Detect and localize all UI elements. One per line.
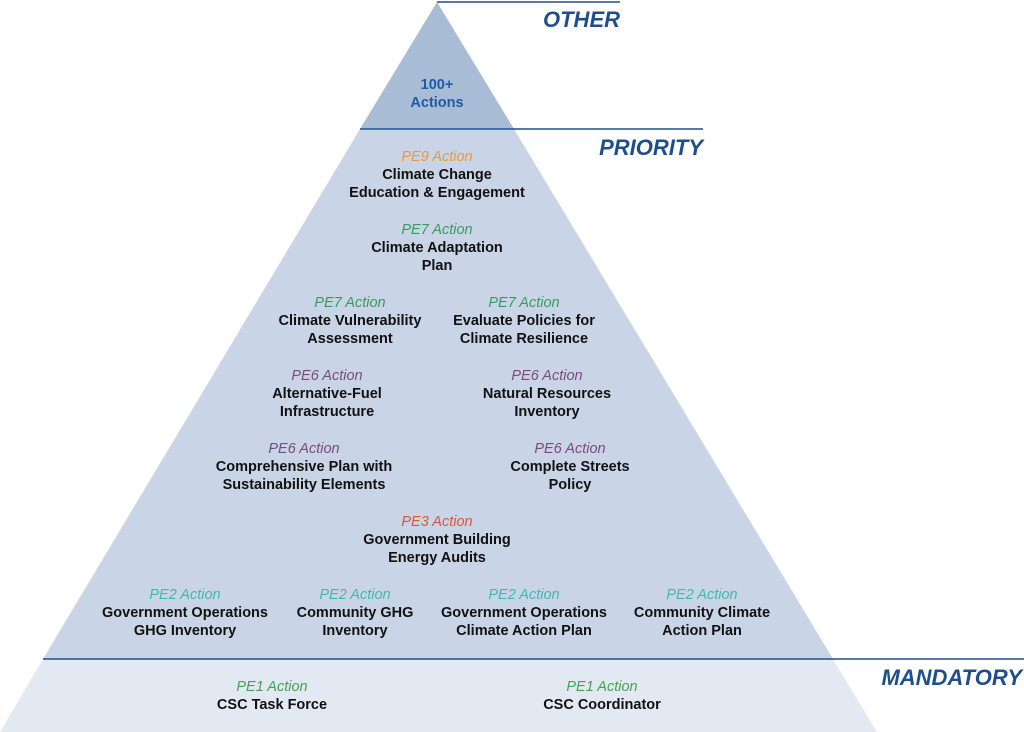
action-code: PE7 Action [488, 295, 560, 311]
other-count-number: 100+ [420, 77, 454, 93]
other-count-unit: Actions [410, 95, 464, 111]
action-title-line2: Action Plan [662, 623, 742, 639]
action-code: PE2 Action [666, 587, 738, 603]
action-code: PE7 Action [401, 222, 473, 238]
tier-label-other: OTHER [543, 7, 620, 32]
action-title-line1: CSC Task Force [216, 697, 328, 713]
action-title-line2: Inventory [322, 623, 388, 639]
action-code: PE6 Action [511, 368, 583, 384]
action-title-line1: Government Operations [102, 605, 268, 621]
tier-other-band [360, 2, 514, 129]
action-alternative-fuel-infrastructure: PE6 Action Alternative-Fuel Infrastructu… [212, 367, 442, 421]
action-code: PE1 Action [236, 679, 308, 695]
action-code: PE2 Action [149, 587, 221, 603]
action-code: PE6 Action [268, 441, 340, 457]
action-code: PE2 Action [488, 587, 560, 603]
action-title-line2: GHG Inventory [133, 623, 237, 639]
action-code: PE3 Action [401, 514, 473, 530]
tier-priority-band [43, 129, 833, 659]
action-code: PE6 Action [534, 441, 606, 457]
action-title-line2: Climate Action Plan [456, 623, 592, 639]
action-title-line1: Climate Adaptation [371, 240, 503, 256]
action-title-line2: Policy [548, 477, 592, 493]
other-actions-count: 100+ Actions [377, 76, 497, 112]
action-title-line1: Government Operations [441, 605, 607, 621]
action-climate-vulnerability-assessment: PE7 Action Climate Vulnerability Assessm… [235, 294, 465, 348]
action-title-line1: CSC Coordinator [543, 697, 661, 713]
action-title-line1: Government Building [363, 532, 511, 548]
tier-mandatory-band [0, 659, 877, 732]
action-title-line2: Plan [421, 258, 453, 274]
action-csc-task-force: PE1 Action CSC Task Force [157, 678, 387, 714]
action-comprehensive-plan: PE6 Action Comprehensive Plan with Susta… [189, 440, 419, 494]
action-code: PE6 Action [291, 368, 363, 384]
action-community-ghg-inventory: PE2 Action Community GHG Inventory [240, 586, 470, 640]
tier-label-mandatory: MANDATORY [881, 665, 1022, 690]
action-code: PE2 Action [319, 587, 391, 603]
action-title-line1: Natural Resources [482, 386, 612, 402]
action-title-line2: Inventory [514, 404, 580, 420]
action-title-line1: Community Climate [633, 605, 771, 621]
action-government-building-energy-audits: PE3 Action Government Building Energy Au… [322, 513, 552, 567]
action-title-line2: Infrastructure [279, 404, 375, 420]
action-code: PE1 Action [566, 679, 638, 695]
action-title-line2: Assessment [307, 331, 393, 347]
action-title-line1: Complete Streets [510, 459, 630, 475]
action-csc-coordinator: PE1 Action CSC Coordinator [487, 678, 717, 714]
action-title-line1: Climate Vulnerability [278, 313, 422, 329]
action-title-line2: Climate Resilience [459, 331, 589, 347]
action-natural-resources-inventory: PE6 Action Natural Resources Inventory [432, 367, 662, 421]
action-title-line1: Evaluate Policies for [453, 313, 595, 329]
action-community-climate-action-plan: PE2 Action Community Climate Action Plan [587, 586, 817, 640]
action-title-line1: Comprehensive Plan with [215, 459, 393, 475]
action-title-line1: Community GHG [296, 605, 414, 621]
action-title-line1: Climate Change [382, 167, 492, 183]
action-climate-adaptation-plan: PE7 Action Climate Adaptation Plan [322, 221, 552, 275]
action-title-line2: Education & Engagement [349, 185, 525, 201]
action-complete-streets-policy: PE6 Action Complete Streets Policy [455, 440, 685, 494]
tier-label-priority: PRIORITY [599, 135, 703, 160]
action-climate-change-education: PE9 Action Climate Change Education & En… [322, 148, 552, 202]
action-code: PE7 Action [314, 295, 386, 311]
action-government-operations-ghg-inventory: PE2 Action Government Operations GHG Inv… [70, 586, 300, 640]
action-title-line1: Alternative-Fuel [272, 386, 382, 402]
action-government-operations-climate-action-plan: PE2 Action Government Operations Climate… [409, 586, 639, 640]
action-title-line2: Energy Audits [388, 550, 486, 566]
action-code: PE9 Action [401, 149, 473, 165]
action-title-line2: Sustainability Elements [222, 477, 386, 493]
action-evaluate-policies-resilience: PE7 Action Evaluate Policies for Climate… [409, 294, 639, 348]
